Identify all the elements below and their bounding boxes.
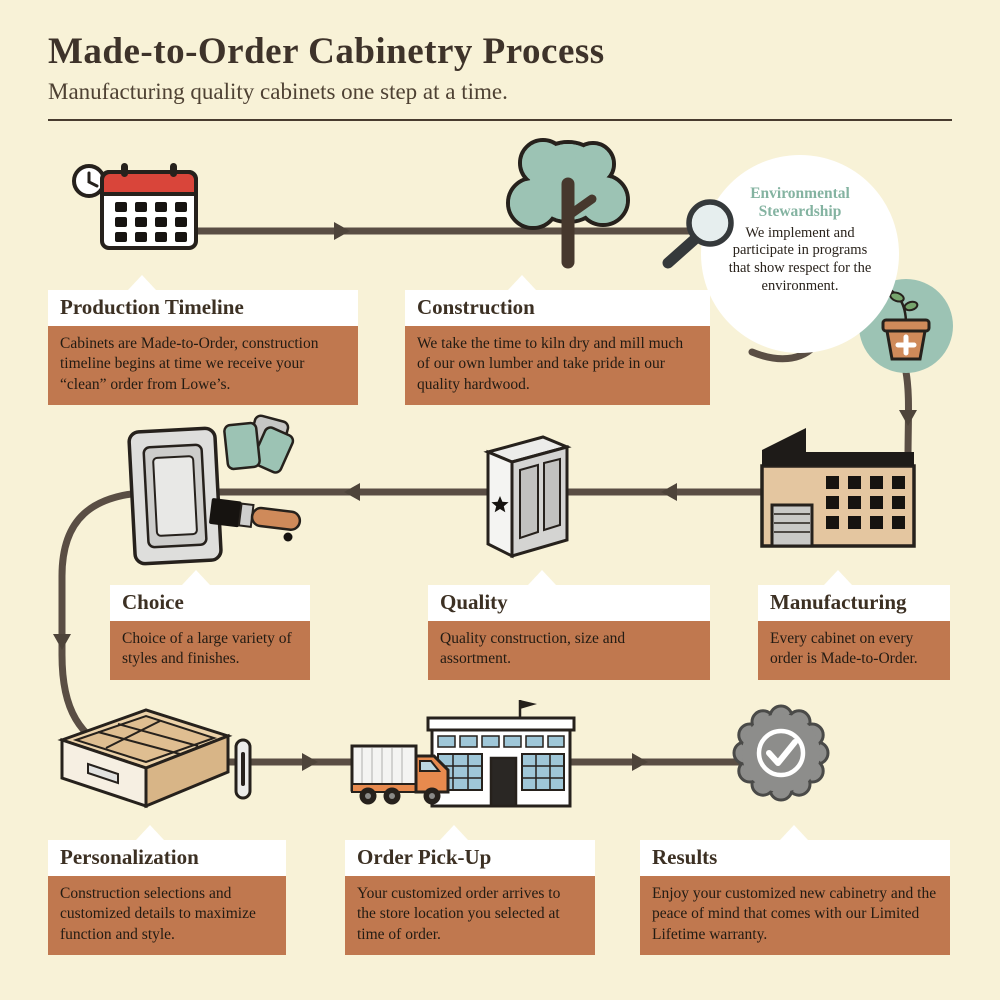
step-title: Choice: [110, 585, 310, 621]
callout-body: We implement and participate in programs…: [728, 224, 872, 294]
step-results: Results Enjoy your customized new cabine…: [640, 825, 950, 956]
step-construction: Construction We take the time to kiln dr…: [405, 275, 710, 406]
pointer-up: [136, 825, 164, 840]
step-title: Construction: [405, 290, 710, 326]
step-manufacturing: Manufacturing Every cabinet on every ord…: [758, 570, 950, 680]
step-choice: Choice Choice of a large variety of styl…: [110, 570, 310, 680]
finish-swatches-icon: [223, 414, 295, 474]
pointer-up: [780, 825, 808, 840]
pointer-up: [440, 825, 468, 840]
step-title: Results: [640, 840, 950, 876]
step-title: Manufacturing: [758, 585, 950, 621]
pointer-up: [182, 570, 210, 585]
drawer-organizer-icon: [57, 708, 252, 809]
paint-brush-icon: [209, 498, 302, 531]
pointer-up: [528, 570, 556, 585]
cabinet-box-icon: [483, 435, 572, 559]
step-personalization: Personalization Construction selections …: [48, 825, 286, 956]
step-title: Quality: [428, 585, 710, 621]
step-description: Quality construction, size and assortmen…: [428, 621, 710, 680]
page-subtitle: Manufacturing quality cabinets one step …: [48, 79, 508, 104]
step-description: Your customized order arrives to the sto…: [345, 876, 595, 956]
tree-icon: [506, 138, 630, 269]
pointer-up: [128, 275, 156, 290]
step-description: Enjoy your customized new cabinetry and …: [640, 876, 950, 956]
header-divider: [48, 119, 952, 121]
store-building-icon: [426, 700, 576, 808]
page-title: Made-to-Order Cabinetry Process: [48, 31, 605, 72]
step-description: We take the time to kiln dry and mill mu…: [405, 326, 710, 406]
step-quality: Quality Quality construction, size and a…: [428, 570, 710, 680]
header: Made-to-Order Cabinetry Process Manufact…: [48, 30, 952, 121]
delivery-truck-icon: [350, 744, 450, 805]
callout-title: Environmental Stewardship: [750, 185, 850, 220]
step-description: Construction selections and customized d…: [48, 876, 286, 956]
flow-arrows: [53, 222, 917, 771]
step-production-timeline: Production Timeline Cabinets are Made-to…: [48, 275, 358, 406]
step-description: Choice of a large variety of styles and …: [110, 621, 310, 680]
step-description: Cabinets are Made-to-Order, construction…: [48, 326, 358, 406]
step-title: Order Pick-Up: [345, 840, 595, 876]
pointer-up: [508, 275, 536, 290]
factory-building-icon: [760, 428, 916, 548]
step-description: Every cabinet on every order is Made-to-…: [758, 621, 950, 680]
calendar-clock-icon: [72, 163, 198, 250]
door-sample-icon: [127, 426, 223, 566]
paint-drip-icon: [283, 532, 293, 542]
step-title: Production Timeline: [48, 290, 358, 326]
step-title: Personalization: [48, 840, 286, 876]
environmental-callout: Environmental Stewardship We implement a…: [701, 155, 899, 353]
step-order-pickup: Order Pick-Up Your customized order arri…: [345, 825, 595, 956]
pointer-up: [824, 570, 852, 585]
checkmark-badge-icon: [732, 704, 830, 802]
